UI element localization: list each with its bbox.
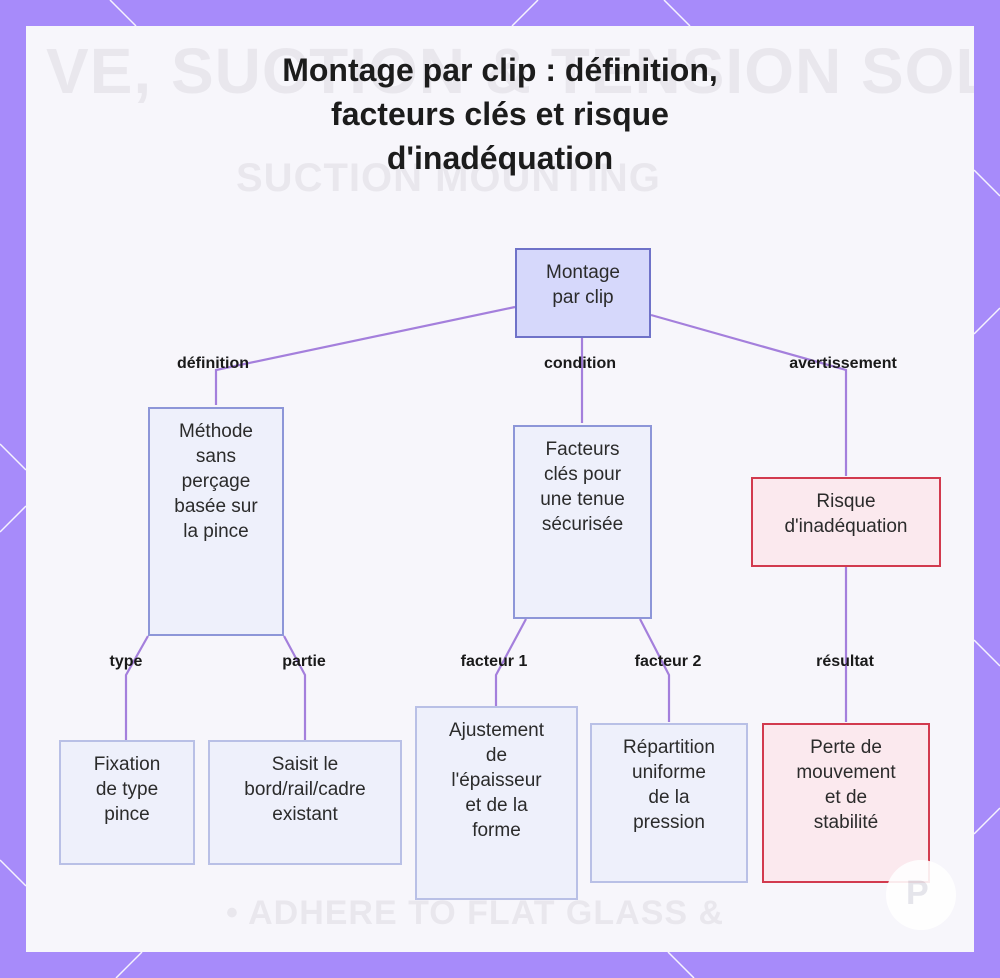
node-text: la pince bbox=[183, 521, 249, 542]
node-text: existant bbox=[272, 804, 338, 825]
edge-label-facteur1: facteur 1 bbox=[460, 653, 528, 670]
node-facteurs-cles: Facteurs clés pour une tenue sécurisée bbox=[513, 425, 652, 619]
edge-label-partie: partie bbox=[282, 653, 326, 670]
node-text: perçage bbox=[181, 471, 251, 492]
diagram-title: Montage par clip : définition, facteurs … bbox=[0, 48, 1000, 180]
node-text: pression bbox=[633, 812, 705, 833]
node-text: l'épaisseur bbox=[451, 770, 542, 791]
node-fixation: Fixation de type pince bbox=[59, 740, 195, 865]
node-text: Méthode bbox=[179, 421, 253, 442]
edge-definition bbox=[214, 305, 516, 405]
node-text: d'inadéquation bbox=[784, 516, 908, 537]
node-text: Facteurs bbox=[545, 439, 620, 460]
node-text: stabilité bbox=[813, 812, 879, 833]
node-text: Montage bbox=[546, 262, 620, 283]
title-line: facteurs clés et risque bbox=[331, 96, 669, 132]
edge-facteur2 bbox=[639, 618, 671, 722]
node-text: basée sur bbox=[174, 496, 258, 517]
node-text: Perte de bbox=[810, 737, 882, 758]
node-text: sans bbox=[195, 446, 237, 467]
edge-label-definition: définition bbox=[177, 355, 249, 372]
node-text: bord/rail/cadre bbox=[244, 779, 366, 800]
node-text: Risque bbox=[816, 491, 876, 512]
edge-label-type: type bbox=[109, 653, 143, 670]
node-ajustement: Ajustement de l'épaisseur et de la forme bbox=[415, 706, 578, 900]
edge-label-avertissement: avertissement bbox=[789, 355, 897, 372]
background-text-1: VE, SUCTION & TENSION SOL bbox=[46, 35, 974, 107]
node-text: Fixation bbox=[93, 754, 161, 775]
node-text: et de bbox=[824, 787, 868, 808]
edge-label-condition: condition bbox=[544, 355, 616, 372]
node-text: Répartition bbox=[623, 737, 715, 758]
node-text: de type bbox=[95, 779, 159, 800]
node-text: mouvement bbox=[796, 762, 896, 783]
node-text: uniforme bbox=[632, 762, 706, 783]
node-text: de bbox=[485, 745, 508, 766]
edge-avertissement bbox=[650, 313, 848, 476]
node-definition: Méthode sans perçage basée sur la pince bbox=[148, 407, 284, 636]
node-text: par clip bbox=[552, 287, 614, 308]
brand-logo-icon: P bbox=[886, 860, 956, 930]
node-text: Saisit le bbox=[271, 754, 339, 775]
node-text: clés pour bbox=[543, 464, 622, 485]
node-saisit: Saisit le bord/rail/cadre existant bbox=[208, 740, 402, 865]
edge-type bbox=[124, 635, 149, 740]
node-repartition: Répartition uniforme de la pression bbox=[590, 723, 748, 883]
node-text: sécurisée bbox=[541, 514, 624, 535]
edge-label-resultat: résultat bbox=[816, 653, 874, 670]
node-text: Ajustement bbox=[448, 720, 545, 741]
node-text: forme bbox=[472, 820, 521, 841]
node-text: et de la bbox=[465, 795, 528, 816]
edge-partie bbox=[283, 635, 307, 740]
background-text-3: • ADHERE TO FLAT GLASS & bbox=[226, 894, 725, 932]
node-text: pince bbox=[104, 804, 150, 825]
node-risque: Risque d'inadéquation bbox=[751, 477, 941, 567]
node-montage-par-clip: Montage par clip bbox=[515, 248, 651, 338]
node-text: de la bbox=[648, 787, 690, 808]
node-perte: Perte de mouvement et de stabilité bbox=[762, 723, 930, 883]
edge-label-facteur2: facteur 2 bbox=[634, 653, 702, 670]
edge-facteur1 bbox=[494, 618, 527, 706]
title-line: Montage par clip : définition, bbox=[282, 52, 718, 88]
title-line: d'inadéquation bbox=[386, 140, 614, 176]
node-text: une tenue bbox=[540, 489, 625, 510]
background-text-2: SUCTION MOUNTING bbox=[236, 156, 661, 200]
